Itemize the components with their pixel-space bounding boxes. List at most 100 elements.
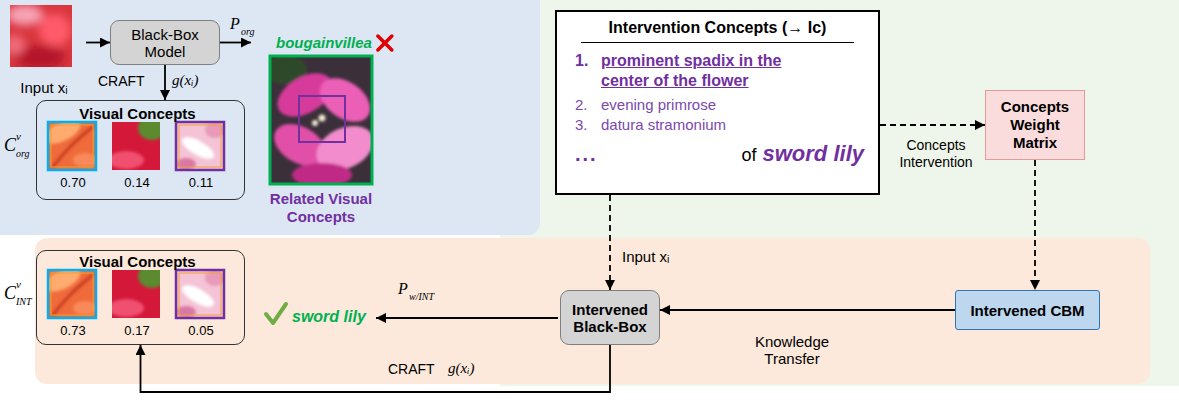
thumbnail-border: [51, 125, 93, 167]
top-left-panel: [0, 0, 540, 235]
box-label: Black-Box Model: [119, 26, 211, 60]
superscript: v: [16, 278, 21, 290]
petal: [48, 122, 84, 149]
black-box-model: Black-Box Model: [110, 20, 220, 65]
list-row: ... ofsword lily: [575, 141, 864, 168]
flow-arrow: [220, 42, 251, 44]
list-group: ...: [575, 142, 598, 166]
input-flower-photo: [10, 5, 72, 67]
list-group: 2. evening primrose: [575, 95, 716, 115]
flow-arrow: [141, 345, 611, 392]
wrong-mark: [378, 36, 392, 50]
check-mark: [266, 304, 286, 323]
subscript: org: [241, 26, 255, 37]
visual-concepts-panel: Visual Concepts 0.73 0.17 0.05: [36, 250, 245, 345]
thumbnail-border: [179, 125, 221, 167]
list-row: Intervention Concepts (→ Ic): [581, 18, 854, 43]
function-label: g(xᵢ): [172, 72, 199, 89]
function-label: g(xᵢ): [448, 360, 475, 377]
thumbnail-border: [48, 122, 96, 170]
concept-score: 0.05: [176, 323, 226, 339]
input-image-node: Input xᵢ: [8, 3, 86, 100]
subscript: INT: [16, 296, 32, 307]
edge-label: Knowledge Transfer: [742, 333, 842, 367]
concept-symbol: C: [4, 284, 16, 304]
panel-title: Visual Concepts: [37, 105, 238, 123]
list-row: 1. prominent spadix in the center of the …: [575, 51, 864, 91]
flow-arrow: [1034, 160, 1036, 290]
flow-arrow: [660, 309, 955, 311]
floret: [312, 120, 318, 126]
thumbnail: [176, 122, 224, 170]
method-label: CRAFT: [98, 74, 145, 89]
petal: [10, 35, 25, 55]
list-group: ofsword lily: [742, 141, 865, 168]
box-label: Intervened CBM: [970, 302, 1084, 319]
cross-stroke: [378, 36, 392, 50]
superscript: v: [16, 130, 21, 142]
connective-word: of: [742, 142, 757, 168]
bottom-panel: [35, 238, 1150, 384]
list-row: 2. evening primrose: [575, 95, 864, 115]
list-number: 3.: [575, 115, 595, 135]
concept-thumbnails: [40, 263, 225, 318]
concept-score: 0.17: [112, 323, 162, 339]
visual-concepts-panel: Visual Concepts 0.70 0.14 0.11: [36, 100, 245, 200]
list-number: 1.: [575, 51, 595, 71]
weight-matrix-box: Concepts Weight Matrix: [985, 90, 1085, 160]
floret: [319, 115, 326, 122]
wrong-prediction: bougainvillea: [276, 34, 372, 52]
image-frame: [270, 56, 372, 184]
thumbnail-border: [176, 122, 224, 170]
list-row: 3. datura stramonium: [575, 115, 864, 135]
prediction-arrow: [376, 317, 558, 319]
image-caption: Related Visual Concepts: [251, 190, 391, 226]
box-label: Intervened Black-Box: [569, 301, 651, 335]
target-class: sword lily: [763, 141, 864, 167]
list-group: 3. datura stramonium: [575, 115, 726, 135]
flow-arrow: [86, 42, 110, 44]
concept-symbol: C: [4, 136, 16, 156]
concept-score: 0.73: [48, 323, 98, 339]
intervened-cbm-box: Intervened CBM: [955, 290, 1100, 330]
concept-region: [299, 96, 345, 142]
box-label: Concepts Weight Matrix: [994, 98, 1076, 152]
cross-stroke: [378, 36, 392, 50]
ellipsis: ...: [575, 142, 598, 166]
list-number: 2.: [575, 95, 595, 115]
concept-score: 0.70: [48, 175, 98, 191]
correct-prediction: sword lily: [292, 308, 366, 326]
concept-score: 0.14: [112, 175, 162, 191]
subscript: w/INT: [409, 291, 434, 302]
concept-thumbnails: [40, 115, 225, 170]
petal: [312, 69, 372, 131]
input-label: Input xᵢ: [8, 79, 80, 97]
intervened-black-box: Intervened Black-Box: [560, 290, 660, 345]
method-label: CRAFT: [388, 362, 435, 377]
probability-symbol: P: [398, 280, 408, 298]
petal: [112, 151, 144, 169]
edge-label: Concepts Intervention: [890, 137, 982, 171]
flow-arrow: [164, 65, 166, 100]
flow-arrow: [609, 195, 611, 290]
flow-arrow: [880, 124, 985, 126]
edge-label: Input xᵢ: [622, 248, 702, 266]
intervention-concepts-box: Intervention Concepts (→ Ic) 1. prominent …: [555, 10, 880, 195]
box-heading: Intervention Concepts (→ Ic): [609, 18, 827, 38]
bougainvillea-photo: [270, 56, 372, 184]
panel-title: Visual Concepts: [37, 253, 238, 271]
concept-item: datura stramonium: [601, 115, 726, 135]
probability-symbol: P: [230, 15, 240, 33]
petal: [292, 163, 352, 184]
list-group: Intervention Concepts (→ Ic): [609, 18, 827, 38]
petal: [10, 5, 43, 25]
concept-item: prominent spadix in the center of the fl…: [601, 51, 833, 91]
petal: [39, 14, 71, 46]
subscript: org: [16, 148, 30, 159]
prediction-image-node: bougainvilleaRelated Visual Concepts: [251, 32, 397, 230]
list-group: 1. prominent spadix in the center of the …: [575, 51, 833, 91]
concept-score: 0.11: [176, 175, 226, 191]
concept-item: evening primrose: [601, 95, 716, 115]
